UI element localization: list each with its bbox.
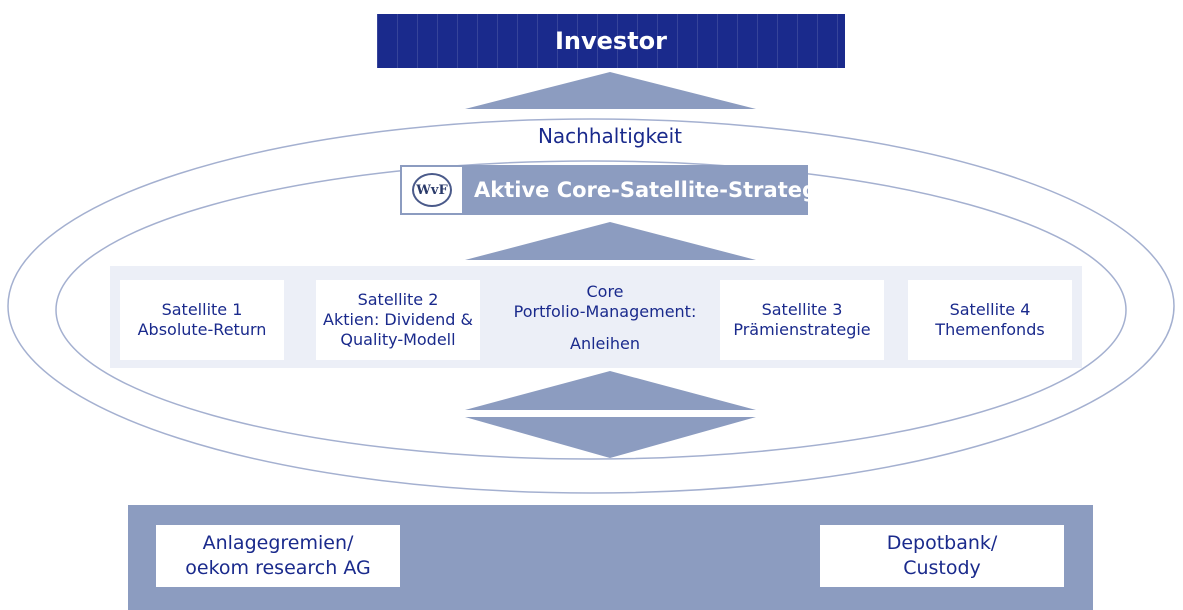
core-box: Core Portfolio-Management: Anleihen (494, 272, 716, 364)
strategy-label: Aktive Core-Satellite-Strategie (474, 178, 839, 202)
strategy-box: WvF Aktive Core-Satellite-Strategie (400, 165, 838, 215)
committee-line-1: Anlagegremien/ (202, 532, 354, 554)
satellite-3-box: Satellite 3 Prämienstrategie (720, 280, 884, 360)
outer-ellipse (7, 118, 1175, 494)
wvf-logo: WvF (402, 167, 462, 213)
satellite-4-title: Satellite 4 (949, 300, 1031, 319)
investor-box: Investor (377, 14, 845, 68)
core-subtitle-1: Portfolio-Management: (513, 302, 697, 321)
satellite-2-subtitle-1: Aktien: Dividend & (323, 310, 473, 329)
inner-ellipse (55, 160, 1127, 460)
satellite-band: Satellite 1 Absolute-Return Satellite 2 … (110, 266, 1082, 368)
satellite-4-subtitle: Themenfonds (935, 320, 1045, 339)
committee-box: Anlagegremien/ oekom research AG (156, 525, 400, 587)
arrow-down-to-base (465, 417, 756, 458)
core-subtitle-2: Anleihen (570, 334, 640, 353)
satellite-3-title: Satellite 3 (761, 300, 843, 319)
wvf-seal-icon: WvF (412, 173, 452, 207)
satellite-2-box: Satellite 2 Aktien: Dividend & Quality-M… (316, 280, 480, 360)
arrow-up-to-investor (465, 72, 756, 109)
satellite-4-box: Satellite 4 Themenfonds (908, 280, 1072, 360)
satellite-1-box: Satellite 1 Absolute-Return (120, 280, 284, 360)
custodian-line-1: Depotbank/ (886, 532, 998, 554)
custodian-line-2: Custody (903, 557, 981, 579)
satellite-1-subtitle: Absolute-Return (137, 320, 267, 339)
arrow-up-to-strategy (465, 222, 756, 260)
satellite-3-subtitle: Prämienstrategie (733, 320, 871, 339)
committee-line-2: oekom research AG (185, 557, 371, 579)
satellite-2-subtitle-2: Quality-Modell (340, 330, 456, 349)
satellite-2-title: Satellite 2 (357, 290, 439, 309)
sustainability-label: Nachhaltigkeit (537, 124, 683, 148)
satellite-1-title: Satellite 1 (161, 300, 243, 319)
bottom-band: Anlagegremien/ oekom research AG Depotba… (128, 505, 1093, 610)
core-title: Core (586, 282, 624, 301)
arrow-up-from-base (465, 371, 756, 410)
custodian-box: Depotbank/ Custody (820, 525, 1064, 587)
